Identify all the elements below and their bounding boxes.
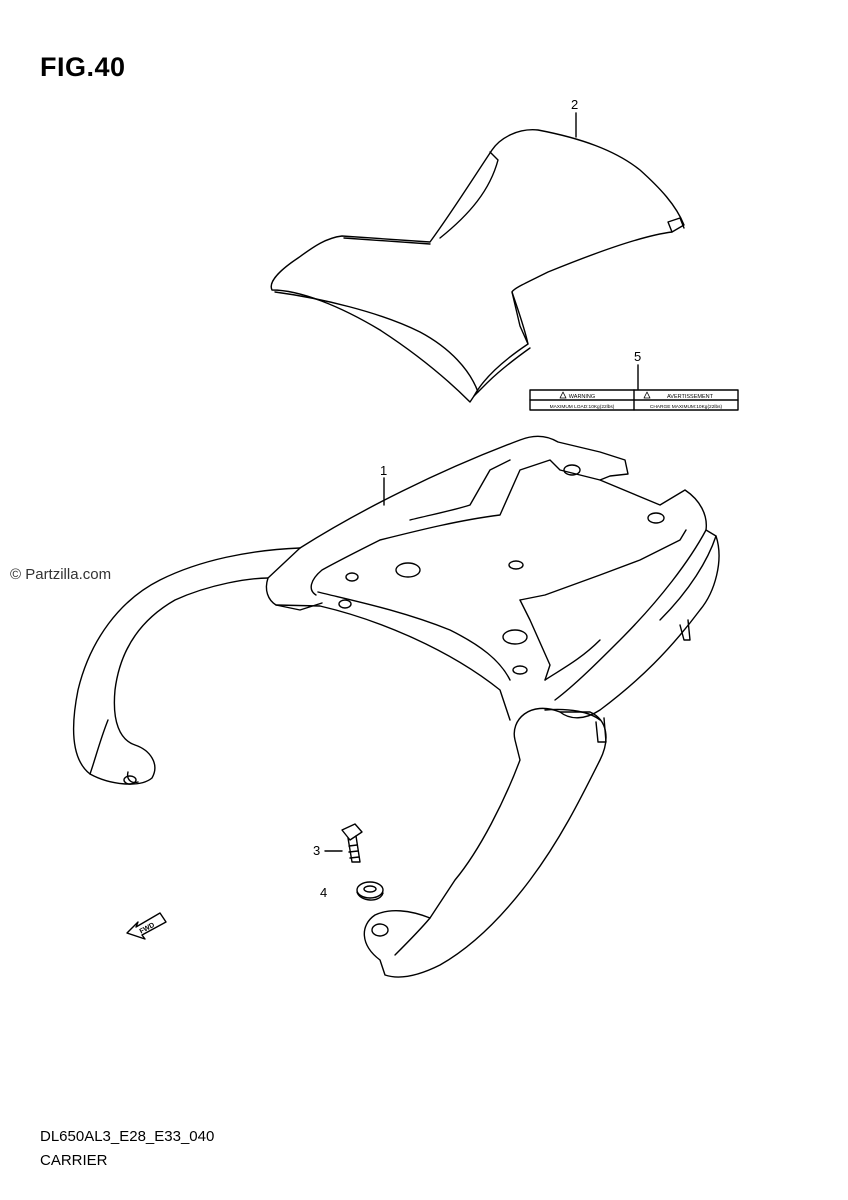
callout-4: 4 [320,885,328,900]
callout-2: 2 [571,97,579,112]
warning-text-fr: CHARGE MAXIMUM:10Kg(22lbs) [650,404,723,410]
warning-text-en: MAXIMUM LOAD:10Kg(22lbs) [550,404,615,410]
part-5-warning-label [529,389,739,411]
figure-title: FIG.40 [40,52,126,82]
watermark: © Partzilla.com [10,566,112,583]
warning-title-en: WARNING [569,394,595,400]
callout-3: 3 [313,843,321,858]
warning-title-fr: AVERTISSEMENT [667,394,714,400]
part-1-carrier [72,435,720,978]
figure-name: CARRIER [40,1152,108,1169]
callout-1: 1 [380,463,388,478]
part-2-pad [270,129,685,403]
model-code: DL650AL3_E28_E33_040 [40,1128,215,1145]
part-3-bolt [341,823,363,863]
fwd-arrow-icon [126,912,167,940]
callout-5: 5 [634,349,642,364]
part-4-washer [356,881,384,901]
